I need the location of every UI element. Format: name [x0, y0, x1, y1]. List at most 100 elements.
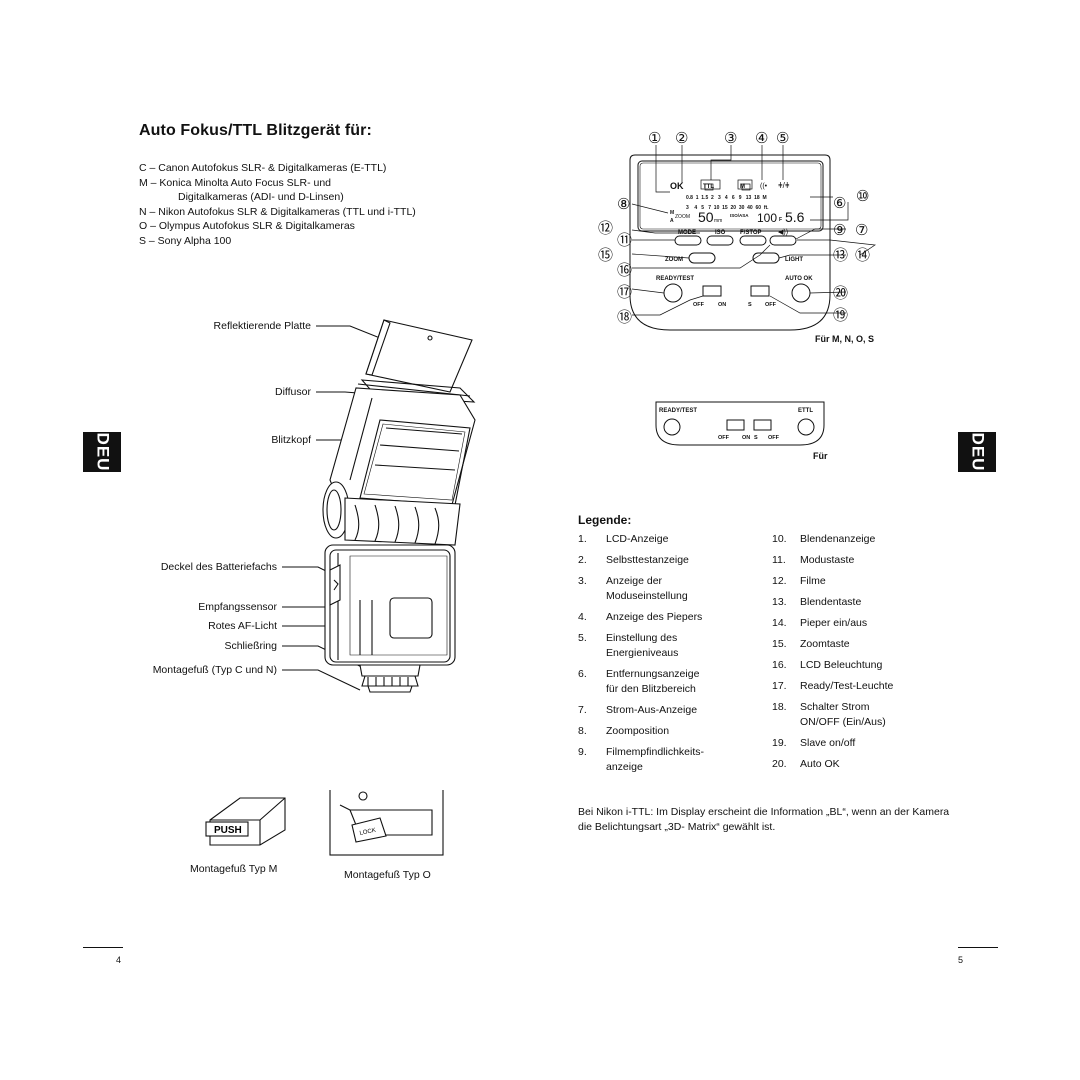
callout-number: ⑯: [617, 262, 632, 279]
panel-c-off: OFF: [718, 435, 730, 441]
panel-c-ettl: ETTL: [798, 408, 813, 414]
callout-number: ④: [755, 130, 768, 147]
legend-text: Ready/Test-Leuchte: [800, 680, 894, 692]
legend-number: 9.: [578, 746, 587, 758]
language-tab-label: DEU: [968, 432, 987, 472]
language-tab-left: DEU: [83, 432, 121, 472]
lcd-iso-value: 100: [757, 211, 777, 225]
switch-off-label: OFF: [693, 302, 705, 308]
legend-number: 4.: [578, 611, 587, 623]
legend-number: 13.: [772, 596, 787, 608]
legend-text: Strom-Aus-Anzeige: [606, 704, 698, 716]
lcd-ttl: TTL: [703, 184, 714, 190]
lcd-scale-m: 0.8 1 1.5 2 3 4 6 9 13 18 M: [686, 195, 767, 201]
panel-c-off: OFF: [768, 435, 780, 441]
legend-text: LCD-Anzeige: [606, 533, 669, 545]
legend-number: 8.: [578, 725, 587, 737]
legend-text: Selbsttestanzeige: [606, 554, 689, 566]
zoom-label: ZOOM: [665, 257, 683, 263]
label-lock-ring: Schließring: [224, 640, 277, 652]
callout-number: ⑰: [617, 284, 632, 301]
callout-number: ⑭: [855, 247, 870, 264]
switch-s-label: S: [748, 302, 752, 308]
legend-number: 17.: [772, 680, 787, 692]
panel-c-ready-test: READY/TEST: [659, 408, 697, 414]
camera-list: C – Canon Autofokus SLR- & Digitalkamera…: [139, 161, 416, 249]
page-title: Auto Fokus/TTL Blitzgerät für:: [139, 122, 372, 139]
nikon-note: Bei Nikon i-TTL: Im Display erscheint di…: [578, 806, 950, 833]
beeper-icon: ((•: [760, 183, 768, 190]
callout-number: ⑲: [833, 307, 848, 324]
callout-number: ⑤: [776, 130, 789, 147]
callout-number: ⑦: [855, 222, 868, 239]
legend-number: 12.: [772, 575, 787, 587]
legend-text: Zoomposition: [606, 725, 670, 737]
legend-text: Blendentaste: [800, 596, 862, 608]
callout-number: ⑥: [833, 195, 846, 212]
lcd-f-value: 5.6: [785, 209, 805, 225]
callout-number: ⑫: [598, 220, 613, 237]
legend-number: 10.: [772, 533, 787, 545]
legend-text: Einstellung des Energieniveaus: [606, 632, 679, 659]
callout-number: ⑱: [617, 309, 632, 326]
legend-title: Legende:: [578, 513, 632, 527]
fstop-label: F/STOP: [740, 230, 762, 236]
legend-text: LCD Beleuchtung: [800, 659, 883, 671]
page-number-left: 4: [116, 955, 122, 965]
lcd-zoom-value: 50: [698, 209, 714, 225]
legend-number: 1.: [578, 533, 587, 545]
switch-on-label: ON: [718, 302, 726, 308]
legend-number: 15.: [772, 638, 787, 650]
lcd-m-small: M: [670, 210, 674, 216]
panel-c-caption: Für C: [813, 451, 830, 461]
label-battery-cover: Deckel des Batteriefachs: [160, 561, 277, 573]
legend-text: Filmempfindlichkeits- anzeige: [606, 746, 705, 773]
callout-number: ②: [675, 130, 688, 147]
legend-number: 11.: [772, 554, 786, 566]
mode-label: MODE: [678, 230, 696, 236]
legend-text: Anzeige der Moduseinstellung: [606, 575, 688, 602]
callout-number: ⑧: [617, 196, 630, 213]
switch-off-label: OFF: [765, 302, 777, 308]
lcd-f-label: F: [779, 217, 782, 223]
legend-number: 18.: [772, 701, 787, 713]
ready-test-label: READY/TEST: [656, 276, 694, 282]
callout-number: ①: [648, 130, 661, 147]
legend-number: 20.: [772, 758, 787, 770]
caption-foot-m: Montagefuß Typ M: [190, 863, 278, 875]
label-af-light: Rotes AF-Licht: [208, 620, 277, 632]
legend-number: 16.: [772, 659, 787, 671]
caption-foot-o: Montagefuß Typ O: [344, 869, 431, 881]
lcd-control-panel: ① ② ③ ④ ⑤ ⑧ ⑥ ⑩ ⑫ ⑨ ⑦ ⑪ ⑮ ⑬ ⑭ ⑯ ⑰ ⑳ ⑱ ⑲ …: [598, 130, 876, 344]
lcd-iso-label: ISO/ASA: [730, 213, 749, 218]
camera-item: S – Sony Alpha 100: [139, 234, 232, 247]
legend-text: Modustaste: [800, 554, 855, 566]
callout-number: ⑬: [833, 247, 848, 264]
panel-c-on: ON: [742, 435, 750, 441]
legend-text: Schalter Strom ON/OFF (Ein/Aus): [800, 701, 886, 728]
callout-number: ⑩: [856, 188, 869, 205]
label-diffuser: Diffusor: [275, 386, 311, 398]
camera-item: N – Nikon Autofokus SLR & Digitalkameras…: [139, 205, 416, 218]
lcd-m: M: [740, 184, 745, 190]
legend-number: 5.: [578, 632, 587, 644]
camera-item: Digitalkameras (ADI- und D-Linsen): [178, 191, 344, 204]
page-number-right: 5: [958, 955, 964, 965]
legend-number: 3.: [578, 575, 587, 587]
legend-text: Zoomtaste: [800, 638, 850, 650]
legend-text: Slave on/off: [800, 737, 856, 749]
page-rule-right: [958, 947, 998, 948]
push-label: PUSH: [214, 825, 242, 836]
callout-number: ⑮: [598, 247, 613, 264]
camera-item: C – Canon Autofokus SLR- & Digitalkamera…: [139, 162, 387, 174]
callout-number: ③: [724, 130, 737, 147]
lcd-ok: OK: [670, 181, 684, 191]
callout-number: ⑨: [833, 222, 846, 239]
legend-text: Anzeige des Piepers: [606, 611, 703, 623]
lcd-scale-ft: 3 4 5 7 10 15 20 30 40 60 ft.: [686, 205, 769, 211]
camera-item: M – Konica Minolta Auto Focus SLR- und: [139, 176, 332, 189]
legend-number: 14.: [772, 617, 787, 629]
panel-c-s: S: [754, 435, 758, 441]
